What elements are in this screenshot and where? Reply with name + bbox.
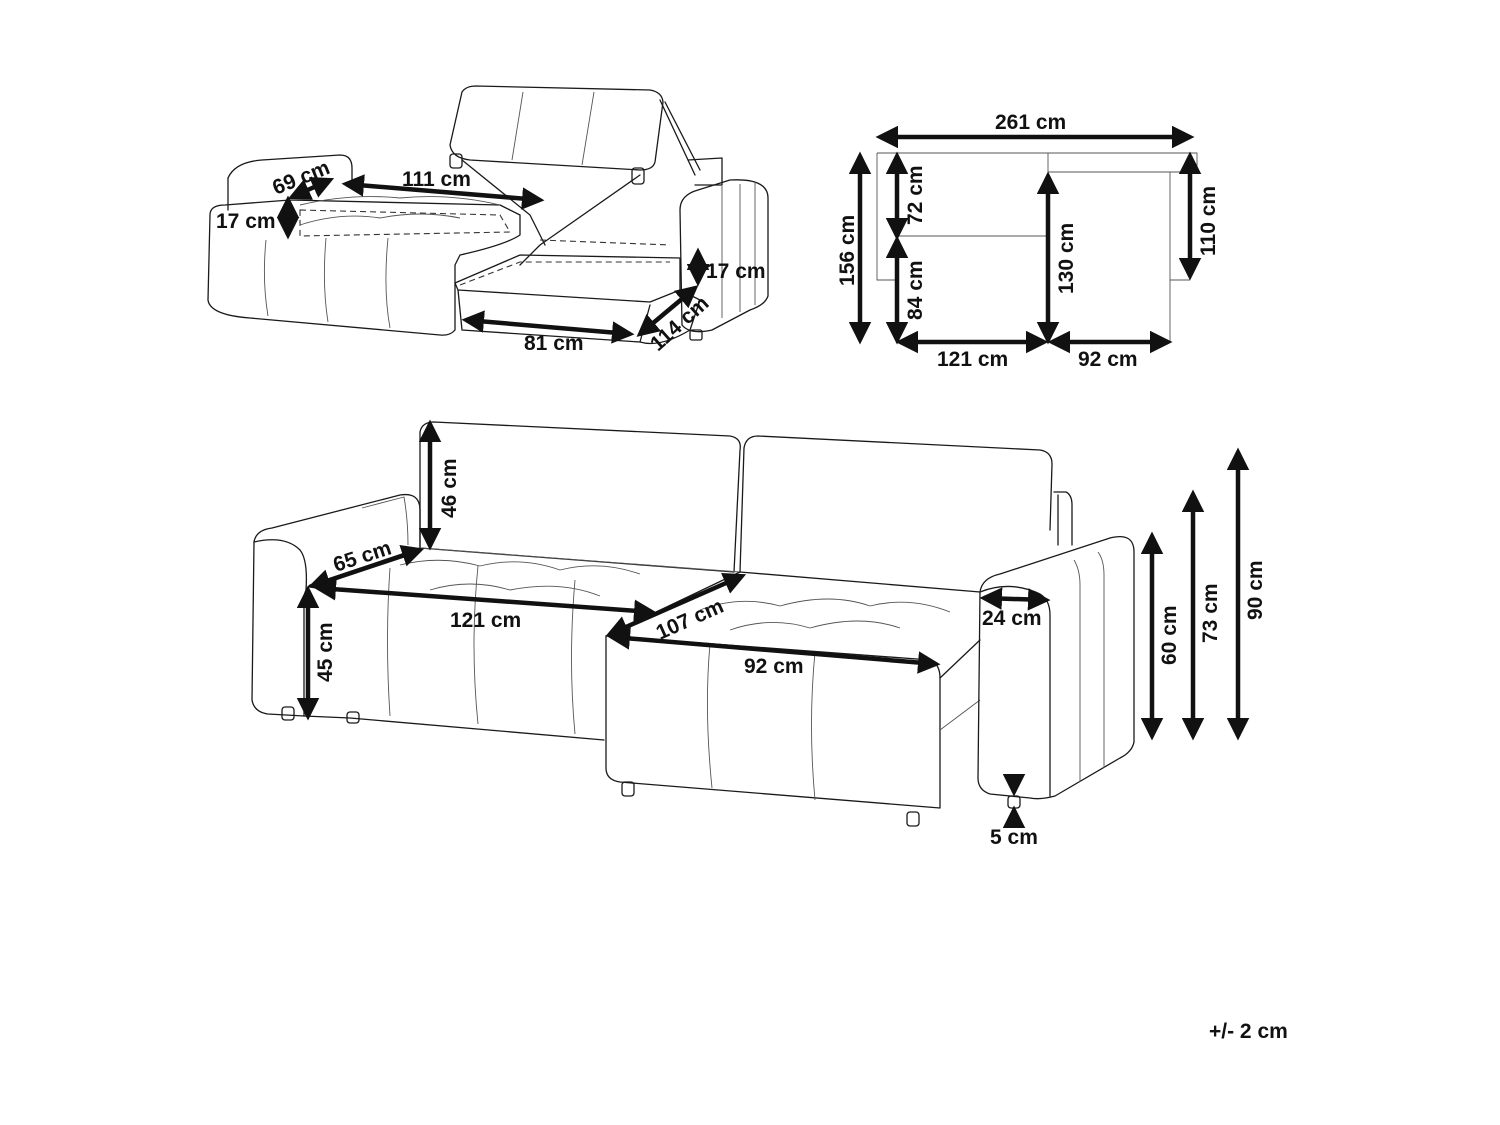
label-107cm: 107 cm [653,595,727,645]
storage-view-drawing [207,85,769,345]
label-90cm: 90 cm [1244,560,1267,620]
label-81cm: 81 cm [524,332,584,355]
label-121cm-plan: 121 cm [937,348,1008,371]
label-60cm: 60 cm [1158,605,1181,665]
label-111cm: 111 cm [402,168,471,191]
label-45cm: 45 cm [314,622,337,682]
label-92cm-front: 92 cm [744,655,804,678]
label-46cm: 46 cm [438,458,461,518]
label-72cm: 72 cm [904,165,927,225]
label-17cm-right: 17 cm [706,260,766,283]
label-130cm: 130 cm [1055,223,1078,294]
top-plan-dimension-lines [848,125,1202,354]
tolerance-note: +/- 2 cm [1209,1020,1288,1043]
label-110cm: 110 cm [1197,186,1220,256]
label-121cm-front: 121 cm [450,609,521,632]
label-73cm: 73 cm [1199,583,1222,643]
label-92cm-plan: 92 cm [1078,348,1138,371]
label-156cm: 156 cm [836,215,859,286]
label-84cm: 84 cm [904,260,927,320]
label-17cm-left: 17 cm [216,210,276,233]
label-5cm: 5 cm [990,826,1038,849]
label-261cm: 261 cm [995,111,1066,134]
label-24cm: 24 cm [982,607,1042,630]
front-view-dimension-lines [296,419,1250,828]
storage-view-dimension-lines [276,174,710,344]
